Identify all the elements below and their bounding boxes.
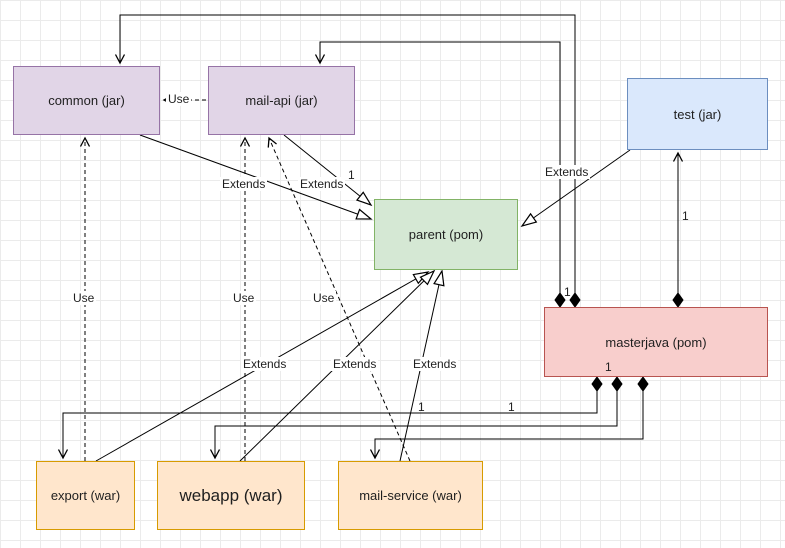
node-common-label: common (jar) [48,93,125,108]
multiplicity-parent-top: 1 [348,168,355,182]
edge-label-extends-mailservice: Extends [411,357,459,371]
node-mail-service-label: mail-service (war) [359,488,462,503]
edge-label-use-webapp: Use [231,291,257,305]
node-webapp[interactable]: webapp (war) [157,461,305,530]
node-masterjava-label: masterjava (pom) [605,334,707,350]
edge-label-extends-mailapi: Extends [298,177,346,191]
edge-extends-test-parent [520,149,631,228]
node-export[interactable]: export (war) [36,461,135,530]
multiplicity-composition-line-a: 1 [418,400,425,414]
multiplicity-test-line: 1 [682,209,689,223]
diamond-icon [672,292,684,308]
edge-label-use-export: Use [71,291,97,305]
node-common[interactable]: common (jar) [13,66,160,135]
edge-composition-masterjava-mailservice [369,384,644,460]
edge-label-extends-common: Extends [220,177,268,191]
edge-extends-mailapi-parent [283,134,373,207]
multiplicity-masterjava-bottom: 1 [605,360,612,374]
node-parent[interactable]: parent (pom) [374,199,518,270]
node-webapp-label: webapp (war) [179,485,283,505]
multiplicity-masterjava-top: 1 [564,285,571,299]
node-export-label: export (war) [50,488,121,503]
diamond-icon [637,376,649,392]
node-parent-label: parent (pom) [408,227,484,242]
edge-label-extends-test: Extends [543,165,591,179]
node-test-label: test (jar) [673,106,722,122]
node-mail-api-label: mail-api (jar) [245,93,318,108]
node-mail-api[interactable]: mail-api (jar) [208,66,355,135]
node-mail-service[interactable]: mail-service (war) [338,461,483,530]
node-masterjava[interactable]: masterjava (pom) [544,307,768,377]
edge-composition-masterjava-webapp [209,384,618,460]
node-test[interactable]: test (jar) [627,78,768,150]
multiplicity-composition-line-b: 1 [508,400,515,414]
edge-composition-masterjava-export [57,384,598,460]
edge-label-extends-webapp: Extends [331,357,379,371]
edge-label-use-mailservice: Use [311,291,337,305]
diamond-icon [569,292,581,308]
edge-label-extends-export: Extends [241,357,289,371]
diamond-icon [611,376,623,392]
edge-label-use-mailapi-common: Use [166,92,192,106]
diamond-icon [591,376,603,392]
